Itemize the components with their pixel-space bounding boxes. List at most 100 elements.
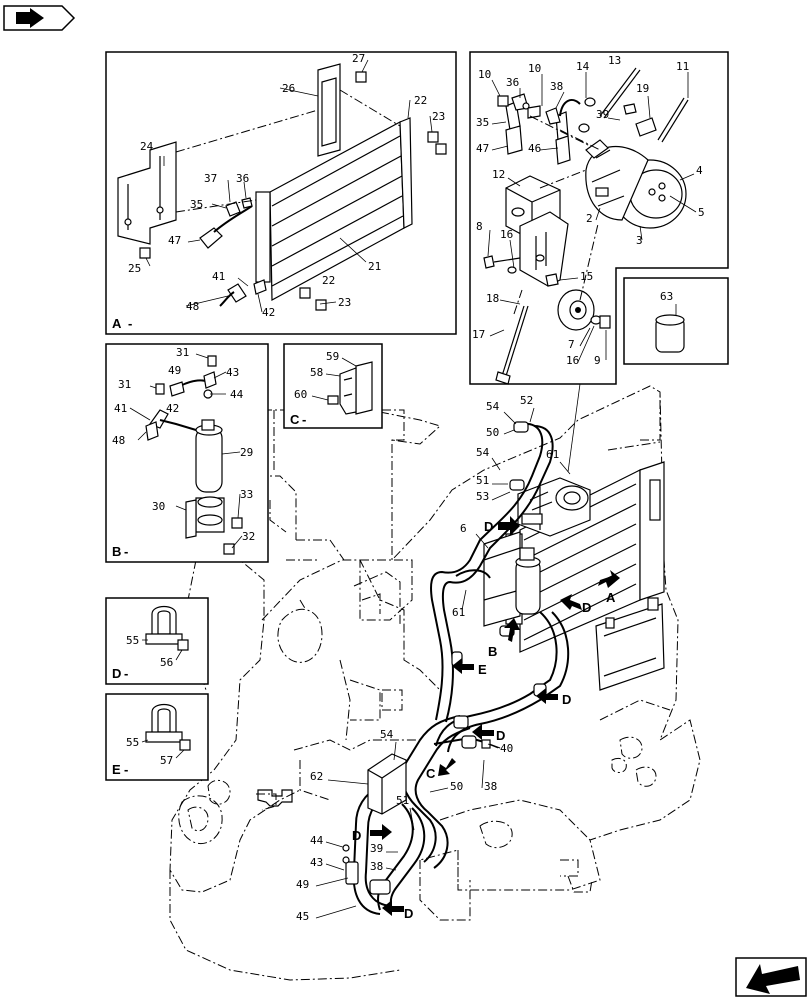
- callout-number: 24: [140, 140, 154, 153]
- callout-number: 10: [478, 68, 491, 81]
- svg-text:-: -: [124, 666, 128, 681]
- callout-number: 2: [586, 212, 593, 225]
- view-arrow-d5: [370, 824, 392, 840]
- view-letter: D: [352, 828, 361, 843]
- panel-drier: 63: [623, 277, 729, 365]
- callout-number: 51: [476, 474, 489, 487]
- view-arrow-d2: [560, 594, 582, 610]
- compressor-leader: [567, 383, 581, 473]
- callout-number: 17: [472, 328, 485, 341]
- callout-number: 31: [176, 346, 189, 359]
- callout-number: 50: [486, 426, 499, 439]
- callout-number: 57: [160, 754, 173, 767]
- callout-number: 42: [166, 402, 179, 415]
- callout-number: 9: [594, 354, 601, 367]
- panel-c: C - 59 58 60: [283, 343, 383, 429]
- callout-number: 8: [476, 220, 483, 233]
- callout-number: 61: [452, 606, 465, 619]
- machine-frame: [169, 385, 701, 981]
- callout-number: 26: [282, 82, 295, 95]
- callout-number: 50: [450, 780, 463, 793]
- panel-e-letter: E: [112, 762, 121, 777]
- callout-number: 47: [476, 142, 489, 155]
- callout-number: 23: [338, 296, 351, 309]
- callout-number: 38: [484, 780, 497, 793]
- panel-d: D - 55 56: [105, 597, 209, 685]
- callout-number: 33: [240, 488, 253, 501]
- callout-number: 63: [660, 290, 673, 303]
- panel-compressor: 13 10 36 10 38 14 11 39 19 35 47 46 12 4…: [469, 51, 729, 385]
- callout-number: 36: [506, 76, 519, 89]
- callout-number: 56: [160, 656, 173, 669]
- direction-arrow-icon[interactable]: [735, 957, 807, 997]
- callout-number: 16: [500, 228, 513, 241]
- callout-number: 40: [500, 742, 513, 755]
- callout-number: 18: [486, 292, 499, 305]
- view-arrow-b: [504, 618, 520, 642]
- callout-number: 3: [636, 234, 643, 247]
- view-arrow-d4: [472, 724, 494, 740]
- callout-number: 14: [576, 60, 590, 73]
- view-arrow-d3: [536, 688, 558, 704]
- callout-number: 39: [596, 108, 609, 121]
- callout-number: 52: [520, 394, 533, 407]
- view-arrow-a: [598, 570, 620, 588]
- callout-number: 49: [168, 364, 181, 377]
- battery-box: [595, 597, 665, 691]
- callout-number: 54: [476, 446, 490, 459]
- view-letter: D: [582, 600, 591, 615]
- view-letter: E: [478, 662, 487, 677]
- book-arrow-icon[interactable]: [3, 5, 76, 31]
- callout-number: 41: [114, 402, 127, 415]
- machine-callouts: 54 52 50 54 61 51 53 6 61 40 38 62 54 50…: [296, 394, 571, 923]
- callout-number: 55: [126, 736, 139, 749]
- callout-number: 12: [492, 168, 505, 181]
- callout-number: 59: [326, 350, 339, 363]
- callout-number: 51: [396, 794, 409, 807]
- machine-drier: [483, 531, 541, 627]
- panel-a: A - 27 26 22 23: [105, 51, 457, 335]
- svg-text:-: -: [124, 762, 128, 777]
- view-arrows: D A D B E D D C D D: [352, 516, 620, 921]
- bracket-62: [367, 753, 407, 815]
- callout-number: 31: [118, 378, 131, 391]
- panel-a-letter: A: [112, 316, 122, 331]
- callout-number: 29: [240, 446, 253, 459]
- callout-number: 48: [186, 300, 199, 313]
- callout-number: 43: [310, 856, 323, 869]
- callout-number: 46: [528, 142, 541, 155]
- svg-text:-: -: [124, 544, 128, 559]
- view-arrow-e: [452, 658, 474, 674]
- callout-number: 19: [636, 82, 649, 95]
- callout-number: 10: [528, 62, 541, 75]
- callout-number: 16: [566, 354, 579, 367]
- callout-number: 58: [310, 366, 323, 379]
- callout-number: 61: [546, 448, 559, 461]
- panel-b-letter: B: [112, 544, 121, 559]
- panel-b: B - 31 49 43 31 44 41 42 48 29 30 33 32: [105, 343, 269, 563]
- callout-number: 39: [370, 842, 383, 855]
- callout-number: 43: [226, 366, 239, 379]
- callout-number: 5: [698, 206, 705, 219]
- callout-number: 32: [242, 530, 255, 543]
- callout-number: 4: [696, 164, 703, 177]
- callout-number: 62: [310, 770, 323, 783]
- view-arrow-c: [438, 758, 456, 776]
- callout-number: 22: [414, 94, 427, 107]
- callout-number: 44: [230, 388, 244, 401]
- callout-number: 30: [152, 500, 165, 513]
- callout-number: 41: [212, 270, 225, 283]
- view-arrow-d6: [382, 900, 404, 916]
- svg-text:-: -: [128, 316, 132, 331]
- panel-c-letter: C: [290, 412, 300, 427]
- svg-text:-: -: [302, 412, 306, 427]
- callout-number: 44: [310, 834, 324, 847]
- callout-number: 53: [476, 490, 489, 503]
- view-letter: B: [488, 644, 497, 659]
- small-fittings: [342, 844, 350, 864]
- callout-number: 23: [432, 110, 445, 123]
- callout-number: 37: [204, 172, 217, 185]
- panel-d-letter: D: [112, 666, 121, 681]
- callout-number: 7: [568, 338, 575, 351]
- callout-number: 22: [322, 274, 335, 287]
